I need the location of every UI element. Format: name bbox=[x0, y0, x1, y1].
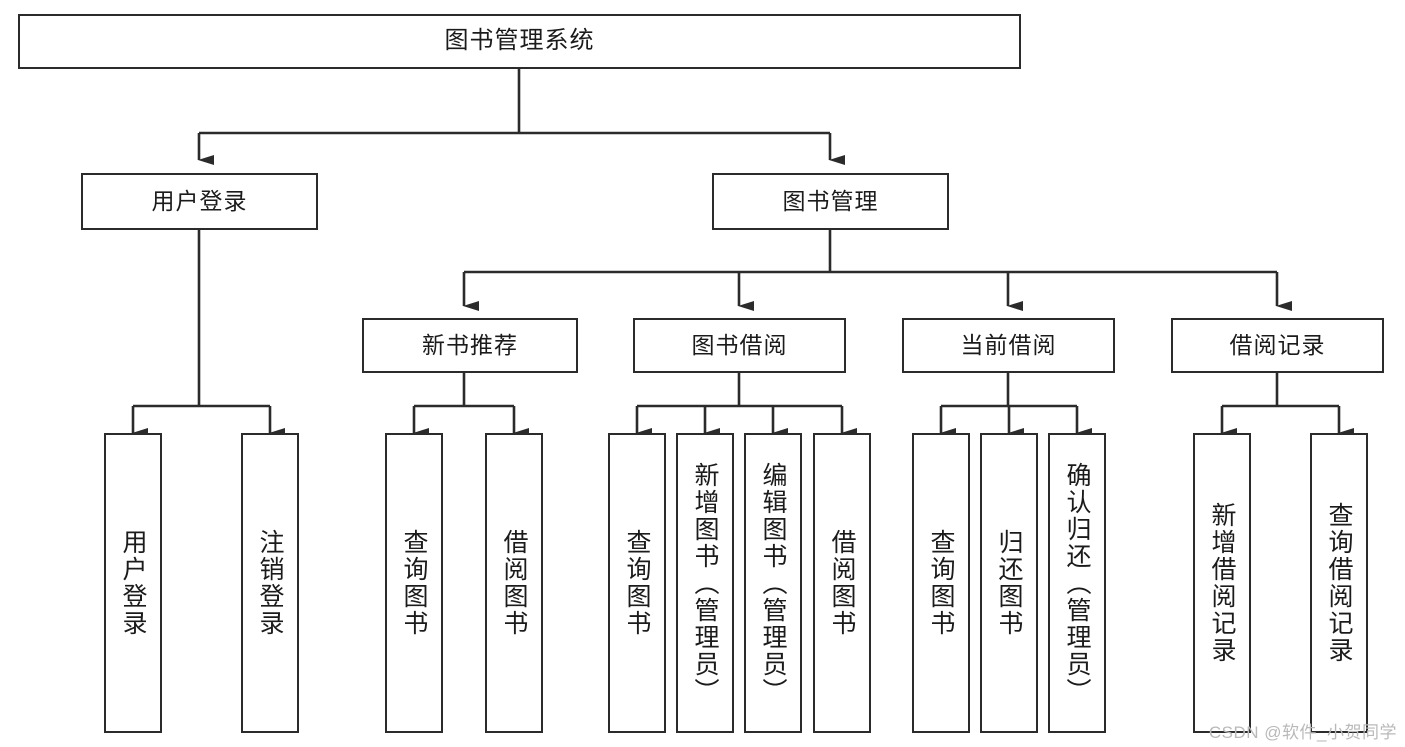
leaf-user-login-label: 用户登录 bbox=[119, 529, 147, 637]
leaf-query-borrow-record-label: 查询借阅记录 bbox=[1325, 502, 1353, 664]
leaf-query-book-2-label: 查询图书 bbox=[623, 529, 651, 637]
leaf-return-book-label: 归还图书 bbox=[995, 529, 1023, 637]
node-borrow-record[interactable]: 借阅记录 bbox=[1171, 318, 1384, 373]
leaf-borrow-book-1-label: 借阅图书 bbox=[500, 529, 528, 637]
node-new-book-recommend-label: 新书推荐 bbox=[422, 331, 518, 358]
leaf-return-book[interactable]: 归还图书 bbox=[980, 433, 1038, 733]
leaf-query-book-1-label: 查询图书 bbox=[400, 529, 428, 637]
leaf-query-borrow-record[interactable]: 查询借阅记录 bbox=[1310, 433, 1368, 733]
leaf-query-book-3[interactable]: 查询图书 bbox=[912, 433, 970, 733]
leaf-confirm-return-admin-label: 确认归还（管理员） bbox=[1063, 461, 1091, 705]
leaf-user-login[interactable]: 用户登录 bbox=[104, 433, 162, 733]
leaf-borrow-book-2-label: 借阅图书 bbox=[828, 529, 856, 637]
node-user-login[interactable]: 用户登录 bbox=[81, 173, 318, 230]
node-root-label: 图书管理系统 bbox=[444, 27, 595, 55]
leaf-add-book-admin[interactable]: 新增图书（管理员） bbox=[676, 433, 734, 733]
node-book-borrow[interactable]: 图书借阅 bbox=[633, 318, 846, 373]
node-new-book-recommend[interactable]: 新书推荐 bbox=[362, 318, 578, 373]
leaf-query-book-2[interactable]: 查询图书 bbox=[608, 433, 666, 733]
leaf-confirm-return-admin[interactable]: 确认归还（管理员） bbox=[1048, 433, 1106, 733]
leaf-add-borrow-record-label: 新增借阅记录 bbox=[1208, 502, 1236, 664]
node-user-login-label: 用户登录 bbox=[151, 187, 248, 214]
leaf-edit-book-admin[interactable]: 编辑图书（管理员） bbox=[744, 433, 802, 733]
node-book-borrow-label: 图书借阅 bbox=[691, 331, 788, 358]
leaf-borrow-book-1[interactable]: 借阅图书 bbox=[485, 433, 543, 733]
leaf-borrow-book-2[interactable]: 借阅图书 bbox=[813, 433, 871, 733]
leaf-logout-login[interactable]: 注销登录 bbox=[241, 433, 299, 733]
node-current-borrow[interactable]: 当前借阅 bbox=[902, 318, 1115, 373]
leaf-logout-login-label: 注销登录 bbox=[256, 529, 284, 637]
node-book-manage[interactable]: 图书管理 bbox=[712, 173, 949, 230]
node-borrow-record-label: 借阅记录 bbox=[1229, 331, 1326, 358]
leaf-query-book-1[interactable]: 查询图书 bbox=[385, 433, 443, 733]
leaf-add-book-admin-label: 新增图书（管理员） bbox=[691, 461, 719, 705]
node-book-manage-label: 图书管理 bbox=[782, 187, 879, 214]
leaf-query-book-3-label: 查询图书 bbox=[927, 529, 955, 637]
node-current-borrow-label: 当前借阅 bbox=[960, 331, 1057, 358]
node-root[interactable]: 图书管理系统 bbox=[18, 14, 1021, 69]
csdn-watermark: CSDN @软件_小贺同学 bbox=[1208, 723, 1397, 742]
leaf-edit-book-admin-label: 编辑图书（管理员） bbox=[759, 461, 787, 705]
leaf-add-borrow-record[interactable]: 新增借阅记录 bbox=[1193, 433, 1251, 733]
